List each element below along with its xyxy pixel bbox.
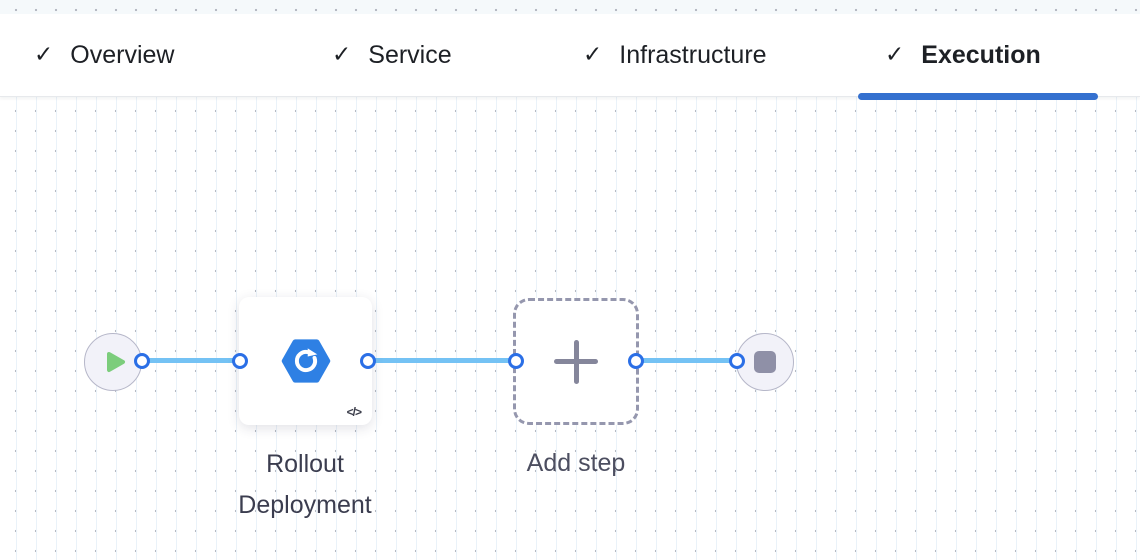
port-addstep-out[interactable] [628,353,644,369]
check-icon: ✓ [332,40,352,67]
start-node [84,333,142,391]
tab-overview-label: Overview [70,40,175,69]
play-icon [106,352,125,372]
check-icon: ✓ [885,40,905,67]
port-step-out[interactable] [360,353,376,369]
plus-icon [554,339,598,384]
port-end-in[interactable] [729,353,745,369]
canvas-top-strip [0,0,1140,14]
add-step-button[interactable] [513,298,639,425]
tab-service[interactable]: ✓ Service [332,14,452,96]
step-label: Rollout Deployment [238,450,372,519]
tab-execution-label: Execution [921,40,1041,69]
check-icon: ✓ [583,40,603,67]
tab-infrastructure[interactable]: ✓ Infrastructure [583,14,767,96]
link-addstep-to-end [636,358,737,363]
active-tab-underline [858,93,1098,100]
stop-icon [754,351,776,373]
step-rollout-deployment[interactable]: </> [239,297,372,425]
pipeline-canvas[interactable]: </> Rollout Deployment Add step [0,97,1140,560]
k8s-rollout-icon [281,339,330,383]
port-addstep-in[interactable] [508,353,524,369]
tab-service-label: Service [368,40,452,69]
link-start-to-step [142,358,240,363]
link-step-to-addstep [368,358,516,363]
check-icon: ✓ [34,40,54,67]
add-step-label: Add step [526,449,626,477]
tab-overview[interactable]: ✓ Overview [34,14,174,96]
tab-infrastructure-label: Infrastructure [619,40,767,69]
end-node [736,333,794,391]
stage-step-tabbar: ✓ Overview ✓ Service ✓ Infrastructure ✓ … [0,14,1140,100]
tab-execution[interactable]: ✓ Execution [885,14,1041,96]
port-start-out[interactable] [134,353,150,369]
port-step-in[interactable] [232,353,248,369]
code-icon: </> [346,405,362,419]
